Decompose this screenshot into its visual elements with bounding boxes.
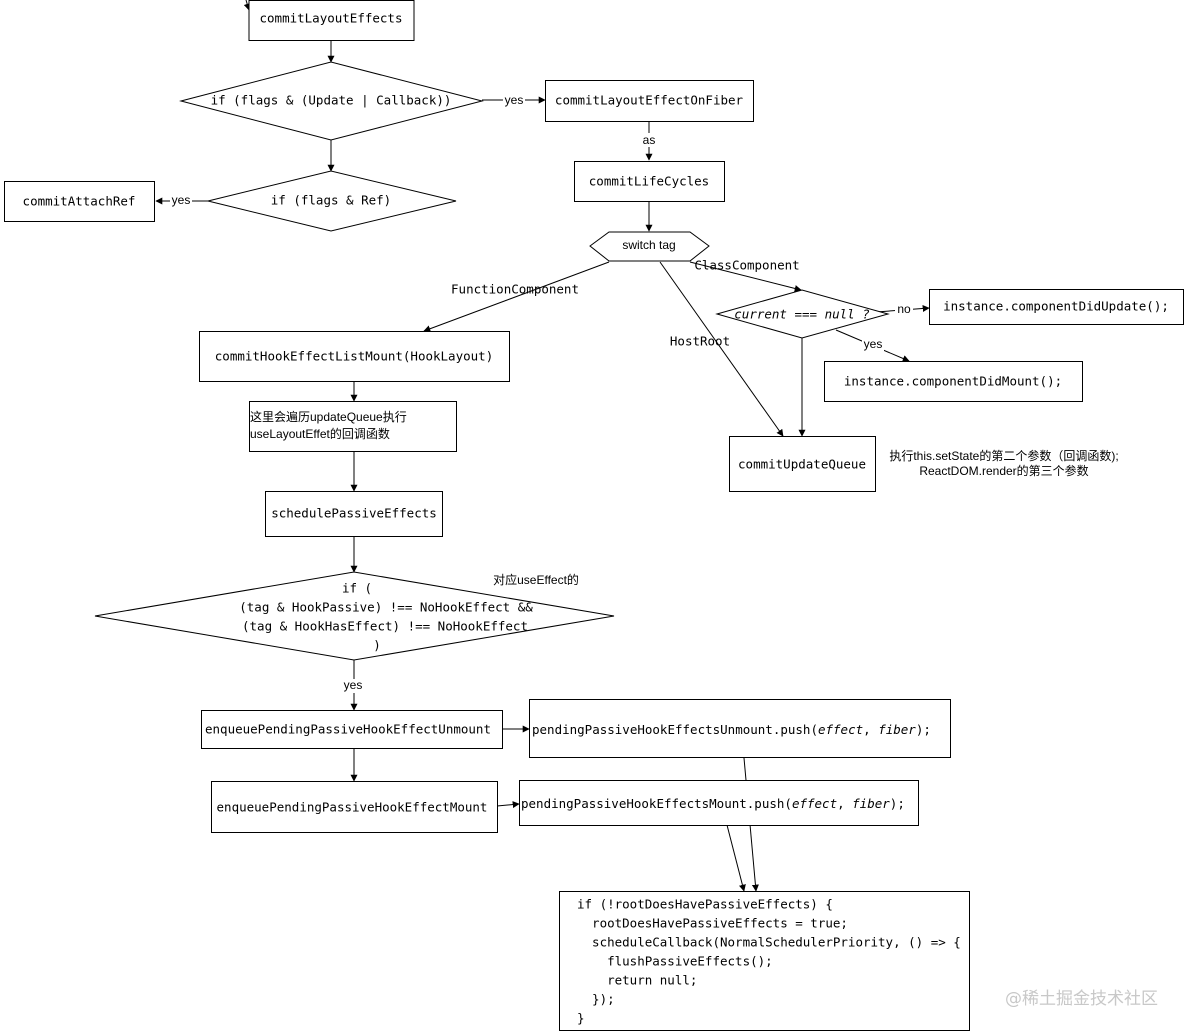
push-mount-effect: effect — [792, 796, 837, 811]
push-mount-suffix: ); — [890, 796, 905, 811]
edge-mount-to-push — [496, 801, 520, 809]
commit-layout-effects-label: commitLayoutEffects — [260, 11, 403, 26]
schedule-passive-effects-label: schedulePassiveEffects — [271, 506, 437, 521]
code-line: }); — [577, 992, 615, 1007]
annotation-set-state-line1: 执行this.setState的第二个参数（回调函数); — [889, 448, 1118, 463]
annotations: 执行this.setState的第二个参数（回调函数); ReactDOM.re… — [493, 448, 1119, 587]
code-line: return null; — [577, 973, 697, 988]
instance-component-did-mount-label: instance.componentDidMount(); — [844, 374, 1062, 389]
node-commit-layout-effects: commitLayoutEffects — [248, 0, 415, 41]
update-queue-note-line1: 这里会遍历updateQueue执行 — [250, 409, 407, 424]
annotation-use-effect: 对应useEffect的 — [493, 572, 579, 587]
switch-tag-label: switch tag — [622, 238, 675, 252]
node-enqueue-mount: enqueuePendingPassiveHookEffectMount — [211, 781, 498, 833]
push-mount-sep: , — [837, 796, 852, 811]
edge-function-component — [423, 261, 610, 333]
push-mount-label: pendingPassiveHookEffectsMount.push(effe… — [521, 796, 905, 811]
edge-label-yes-mount: yes — [864, 337, 883, 351]
push-unmount-effect: effect — [818, 722, 863, 737]
edge-label-yes-ref: yes — [172, 193, 191, 207]
edge-label-host-root: HostRoot — [670, 334, 730, 349]
instance-component-did-update-label: instance.componentDidUpdate(); — [943, 299, 1169, 314]
node-if-passive: if ( (tag & HookPassive) !== NoHookEffec… — [94, 571, 615, 661]
commit-update-queue-label: commitUpdateQueue — [738, 457, 866, 472]
node-commit-hook-effect-list-mount: commitHookEffectListMount(HookLayout) — [199, 331, 510, 382]
edge-label-yes-passive: yes — [344, 678, 363, 692]
if-passive-line2: (tag & HookPassive) !== NoHookEffect && — [239, 600, 533, 615]
node-switch-tag: switch tag — [589, 231, 710, 262]
commit-layout-effect-on-fiber-label: commitLayoutEffectOnFiber — [555, 93, 744, 108]
push-unmount-prefix: pendingPassiveHookEffectsUnmount.push( — [532, 722, 818, 737]
edge-push-mount-to-code — [726, 824, 746, 892]
edge-label-as: as — [643, 133, 656, 147]
push-unmount-label: pendingPassiveHookEffectsUnmount.push(ef… — [532, 722, 931, 737]
edge-class-component — [689, 261, 802, 292]
enqueue-unmount-label: enqueuePendingPassiveHookEffectUnmount — [205, 722, 491, 737]
node-push-unmount: pendingPassiveHookEffectsUnmount.push(ef… — [529, 699, 951, 758]
annotation-set-state-line2: ReactDOM.render的第三个参数 — [919, 463, 1088, 478]
node-update-queue-note: 这里会遍历updateQueue执行 useLayoutEffet的回调函数 — [249, 401, 457, 452]
node-if-flags-update-callback: if (flags & (Update | Callback)) — [179, 61, 484, 141]
watermark: @稀土掘金技术社区 — [1005, 989, 1158, 1009]
code-line: scheduleCallback(NormalSchedulerPriority… — [577, 935, 961, 950]
edge-host-root — [659, 261, 784, 437]
code-line: flushPassiveEffects(); — [577, 954, 773, 969]
if-passive-line3: (tag & HookHasEffect) !== NoHookEffect — [242, 619, 528, 634]
push-unmount-sep: , — [863, 722, 878, 737]
push-mount-fiber: fiber — [852, 796, 890, 811]
node-instance-component-did-update: instance.componentDidUpdate(); — [929, 289, 1184, 325]
edge-labels: yes yes as FunctionComponent ClassCompon… — [170, 93, 913, 693]
edge-label-yes-update: yes — [505, 93, 524, 107]
node-enqueue-unmount: enqueuePendingPassiveHookEffectUnmount — [201, 710, 503, 749]
commit-attach-ref-label: commitAttachRef — [23, 194, 136, 209]
update-queue-note-line2: useLayoutEffet的回调函数 — [250, 426, 390, 441]
node-instance-component-did-mount: instance.componentDidMount(); — [824, 361, 1083, 402]
current-null-check-label: current === null ? — [734, 307, 869, 322]
node-current-null-check: current === null ? — [715, 289, 890, 339]
code-line: if (!rootDoesHavePassiveEffects) { — [577, 897, 833, 912]
node-commit-layout-effect-on-fiber: commitLayoutEffectOnFiber — [545, 80, 754, 122]
if-passive-line4: ) — [373, 638, 381, 653]
commit-life-cycles-label: commitLifeCycles — [589, 174, 709, 189]
push-unmount-suffix: ); — [916, 722, 931, 737]
edge-label-no: no — [897, 302, 911, 316]
push-mount-prefix: pendingPassiveHookEffectsMount.push( — [521, 796, 792, 811]
code-line: } — [577, 1011, 585, 1026]
code-line: rootDoesHavePassiveEffects = true; — [577, 916, 848, 931]
edge-label-function-component: FunctionComponent — [451, 282, 579, 297]
node-schedule-passive-effects: schedulePassiveEffects — [265, 491, 443, 537]
node-if-flags-ref: if (flags & Ref) — [207, 170, 457, 232]
if-flags-update-callback-label: if (flags & (Update | Callback)) — [211, 93, 452, 108]
node-commit-attach-ref: commitAttachRef — [4, 181, 155, 222]
node-push-mount: pendingPassiveHookEffectsMount.push(effe… — [519, 780, 919, 826]
edge-label-class-component: ClassComponent — [694, 258, 799, 273]
if-passive-line1: if ( — [342, 581, 372, 596]
node-code-block: if (!rootDoesHavePassiveEffects) { rootD… — [559, 891, 970, 1031]
code-lines: if (!rootDoesHavePassiveEffects) { rootD… — [577, 897, 961, 1026]
node-commit-life-cycles: commitLifeCycles — [574, 161, 725, 202]
if-flags-ref-label: if (flags & Ref) — [271, 193, 391, 208]
node-commit-update-queue: commitUpdateQueue — [729, 436, 876, 492]
enqueue-mount-label: enqueuePendingPassiveHookEffectMount — [217, 800, 488, 815]
push-unmount-fiber: fiber — [878, 722, 916, 737]
commit-hook-effect-list-mount-label: commitHookEffectListMount(HookLayout) — [215, 349, 493, 364]
